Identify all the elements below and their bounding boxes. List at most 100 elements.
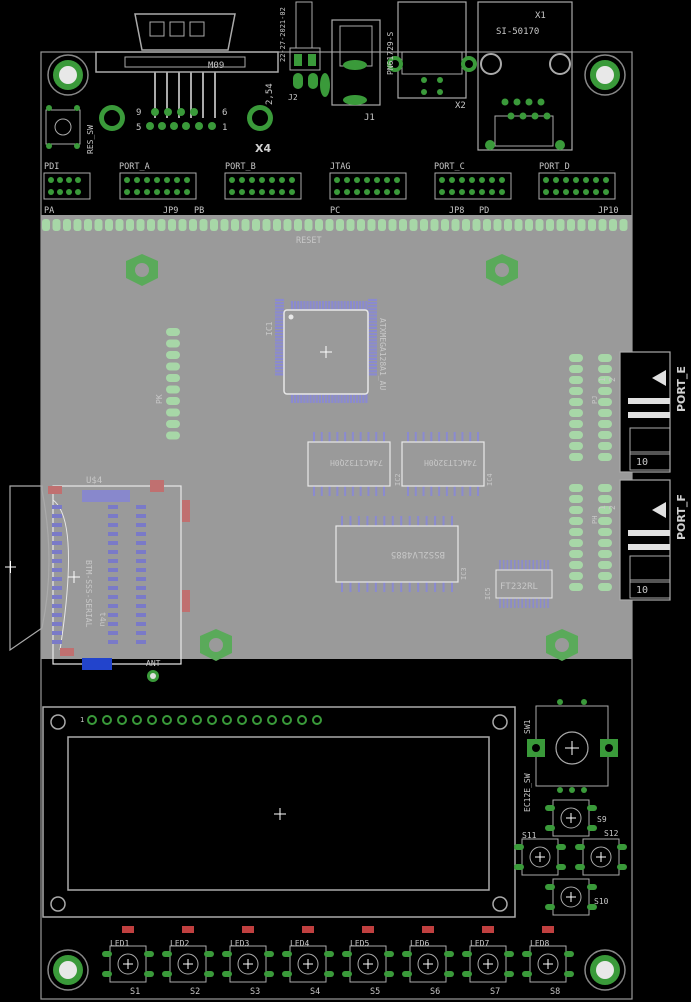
s6-label: S6 [430, 987, 440, 997]
s8-label: S8 [550, 987, 560, 997]
led4-label: LED4 [290, 939, 309, 948]
ic4-chip [401, 432, 485, 496]
sd-part-2: t4u [98, 612, 107, 627]
header-label-pdi: PDI [44, 162, 59, 172]
reset-switch [45, 105, 81, 149]
s12-label: S12 [604, 829, 619, 838]
antenna-pad [147, 670, 159, 682]
port-e-pin10: 10 [636, 457, 648, 468]
header-label-port-c: PORT_C [434, 162, 465, 172]
led2-label: LED2 [170, 939, 189, 948]
ant-label: ANT [146, 659, 161, 668]
standoff-1 [126, 254, 158, 286]
mounting-hole-tl [47, 54, 89, 96]
pk-label: PK [155, 394, 164, 404]
header-port-a [119, 172, 197, 200]
label-pc: PC [330, 206, 340, 216]
mounting-hole-tr [584, 54, 626, 96]
dsub-pin6: 6 [222, 108, 227, 118]
rotary-encoder [527, 699, 618, 793]
reset-switch-label: RES_SW [86, 125, 95, 154]
dsub-ref-label: X4 [255, 142, 271, 155]
header-label-jtag: JTAG [330, 162, 350, 172]
led5-label: LED5 [350, 939, 369, 948]
sw1-label: SW1 [523, 719, 532, 734]
s5-label: S5 [370, 987, 380, 997]
ic2-ref: IC2 [394, 473, 402, 486]
ic1-part: ATXMEGA128A1_AU [378, 318, 387, 390]
label-reset: RESET [296, 236, 322, 246]
ic4-ref: IC4 [486, 473, 494, 486]
ic2-chip [307, 432, 391, 496]
label-jp8: JP8 [449, 206, 464, 216]
lcd-pin1: 1 [80, 716, 84, 724]
port-f-label: PORT_F [675, 494, 688, 540]
label-pb: PB [194, 206, 204, 216]
pj-label: PJ [591, 396, 599, 404]
header-jtag [329, 172, 407, 200]
label-jp10: JP10 [598, 206, 618, 216]
header-label-port-b: PORT_B [225, 162, 256, 172]
ic3-chip [335, 516, 459, 592]
header-port-b [224, 172, 302, 200]
dsub-type-label: M09 [208, 61, 224, 71]
x2-ref-label: X2 [455, 101, 466, 111]
s10-label: S10 [594, 897, 609, 906]
ic5-ref: IC5 [484, 587, 492, 600]
j2-ref-label: J2 [288, 93, 298, 102]
led6-label: LED6 [410, 939, 429, 948]
lcd-display [42, 706, 516, 918]
port-f-pin1: 1 [598, 505, 607, 510]
standoff-2 [486, 254, 518, 286]
x1-ref-label: X1 [535, 11, 546, 21]
j1-ref-label: J1 [364, 113, 375, 123]
port-e-label: PORT_E [675, 366, 688, 412]
led3-label: LED3 [230, 939, 249, 948]
header-label-port-a: PORT_A [119, 162, 150, 172]
sd-ref: U$4 [86, 476, 102, 486]
x1-rj45-connector [477, 1, 573, 151]
ph-header [569, 484, 612, 591]
standoff-4 [546, 629, 578, 661]
mounting-hole-br [584, 949, 626, 991]
label-pa: PA [44, 206, 54, 216]
pj-header [569, 354, 612, 461]
port-f-pin10: 10 [636, 585, 648, 596]
pitch-label: 2,54 [265, 83, 275, 105]
led7-label: LED7 [470, 939, 489, 948]
ic5-part: FT232RL [500, 582, 538, 592]
s2-label: S2 [190, 987, 200, 997]
port-e-pin1: 1 [598, 377, 607, 382]
j1-connector [320, 19, 381, 106]
ic4-part: 74AC1T32Q0H [424, 458, 477, 467]
header-label-port-d: PORT_D [539, 162, 570, 172]
led8-label: LED8 [530, 939, 549, 948]
header-pdi [43, 172, 91, 200]
header-port-d [538, 172, 616, 200]
x2-part-label: PN61729-S [386, 31, 395, 75]
port-f-pin2: 2 [608, 505, 617, 510]
dsub-pin5: 5 [136, 123, 141, 133]
dsub-pin1: 1 [222, 123, 227, 133]
port-f-connector [619, 479, 671, 601]
s11-label: S11 [522, 831, 537, 840]
dsub-connector [95, 13, 279, 131]
ic3-part: BSS2LV4885 [391, 549, 445, 559]
s7-label: S7 [490, 987, 500, 997]
port-e-connector [619, 351, 671, 473]
mounting-hole-bl [47, 949, 89, 991]
x2-usb-connector [387, 1, 477, 99]
pin-strip-row [42, 219, 628, 231]
ic3-ref: IC3 [460, 567, 468, 580]
header-port-c [434, 172, 512, 200]
label-pd: PD [479, 206, 489, 216]
port-e-pin2: 2 [608, 377, 617, 382]
x1-part-label: SI-50170 [496, 27, 539, 37]
j2-part-label: 22-27-2021-02 [279, 7, 287, 62]
pk-header [166, 328, 180, 440]
s3-label: S3 [250, 987, 260, 997]
ic5-chip [495, 560, 553, 608]
ph-label: PH [591, 516, 599, 524]
s9-label: S9 [597, 815, 607, 824]
